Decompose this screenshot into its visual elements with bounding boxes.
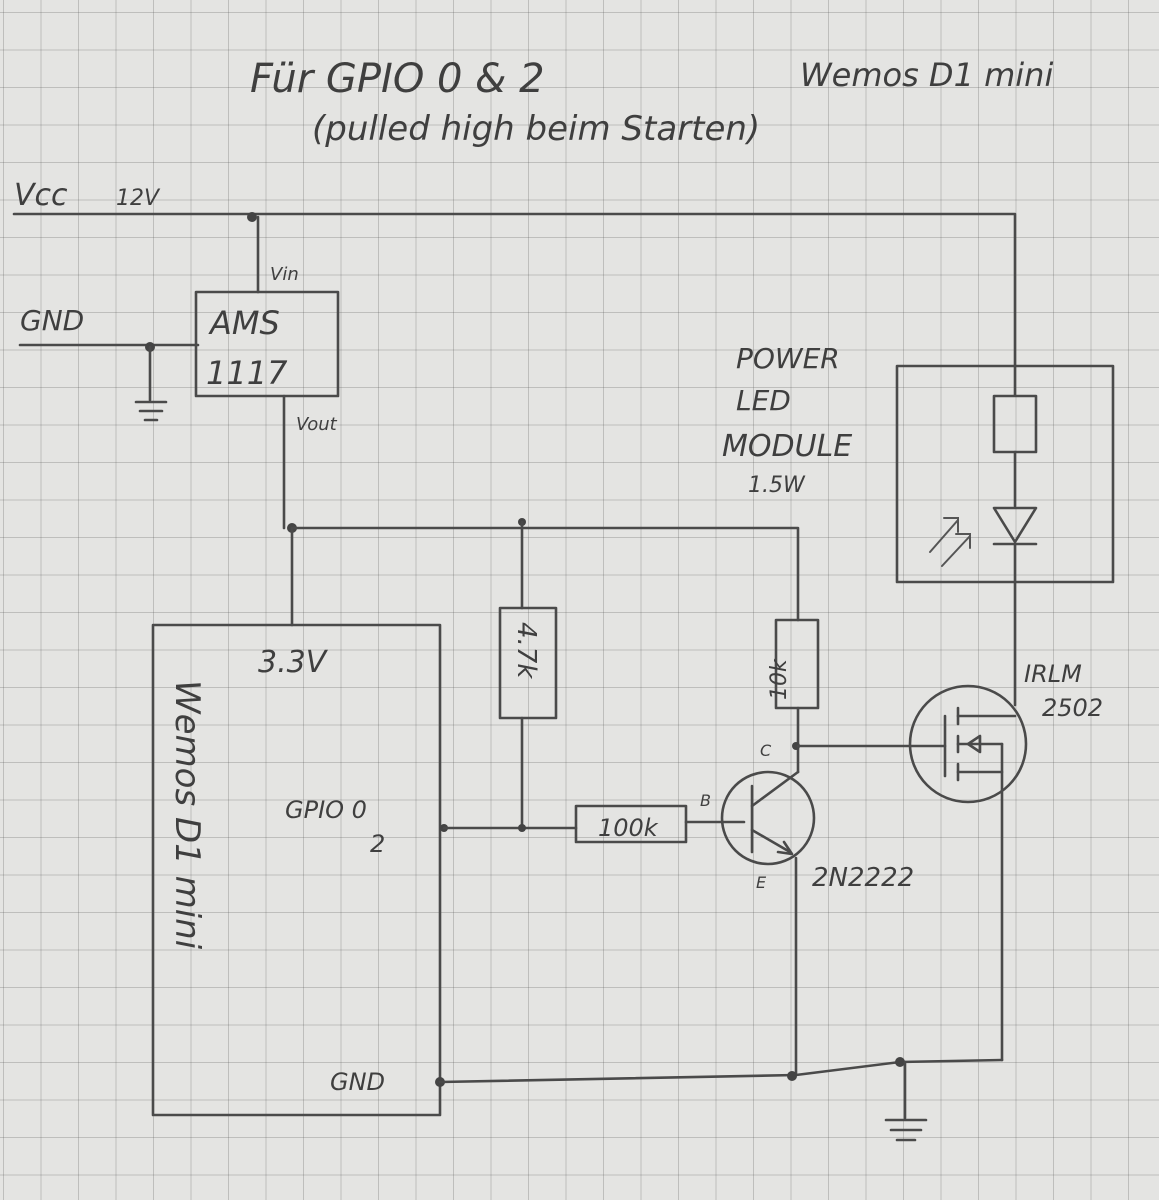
- vcc-rail-wire: [12, 212, 1017, 397]
- ground-junction: [895, 1057, 905, 1067]
- pullup-resistor-label: 4.7k: [511, 622, 541, 679]
- pullup-resistor-body: [498, 606, 558, 720]
- title-line2: (pulled high beim Starten): [312, 109, 760, 149]
- title-board-name: Wemos D1 mini: [800, 56, 1053, 94]
- ground-symbol-right: [884, 1118, 928, 1142]
- gpio-pullup-junction: [518, 824, 526, 832]
- led-module-line3: MODULE: [722, 429, 852, 464]
- regulator-name-line1: AMS: [208, 304, 280, 342]
- mosfet-name-line2: 2502: [1042, 694, 1103, 722]
- gnd-input-label: GND: [20, 304, 84, 337]
- vcc-label: Vcc: [14, 178, 68, 213]
- wemos-gpio-pin-line1: GPIO 0: [285, 796, 367, 824]
- wemos-board-name: Wemos D1 mini: [167, 680, 207, 950]
- wemos-gpio-pin-line2: 2: [370, 830, 385, 858]
- regulator-box: [194, 290, 340, 398]
- regulator-name-line2: 1117: [206, 354, 288, 392]
- vout-label: Vout: [296, 414, 338, 435]
- gnd-bus-wire: [438, 1058, 1004, 1084]
- transistor-pin-c: C: [760, 741, 772, 760]
- mosfet-symbol: [908, 684, 1028, 804]
- vcc-junction: [247, 212, 257, 222]
- led-light-arrows: [929, 517, 971, 567]
- vin-label: Vin: [270, 264, 299, 285]
- base-resistor-label: 100k: [598, 814, 659, 842]
- wemos-gnd-pin: GND: [330, 1068, 385, 1096]
- vcc-value: 12V: [116, 186, 161, 211]
- ground-symbol-left: [134, 400, 168, 422]
- transistor-symbol: [720, 770, 816, 866]
- led-module-line1: POWER: [736, 342, 840, 375]
- wemos-board-box: [151, 623, 442, 1117]
- led-module-box: [895, 364, 1115, 584]
- wemos-3v3-pin: 3.3V: [258, 645, 329, 680]
- collector-resistor-label: 10k: [767, 658, 792, 700]
- led-module-resistor: [992, 394, 1038, 454]
- transistor-name: 2N2222: [812, 863, 914, 893]
- title-line1: Für GPIO 0 & 2: [250, 56, 545, 102]
- led-module-line4: 1.5W: [748, 473, 806, 498]
- emitter-gnd-junction: [787, 1071, 797, 1081]
- transistor-pin-e: E: [756, 873, 767, 892]
- mosfet-name-line1: IRLM: [1024, 660, 1082, 688]
- led-diode-symbol: [992, 506, 1038, 546]
- led-module-line2: LED: [736, 384, 791, 417]
- collector-junction: [792, 742, 800, 750]
- base-resistor-body: [574, 804, 688, 844]
- v33-rail-wire: [290, 526, 800, 622]
- transistor-pin-b: B: [700, 791, 711, 810]
